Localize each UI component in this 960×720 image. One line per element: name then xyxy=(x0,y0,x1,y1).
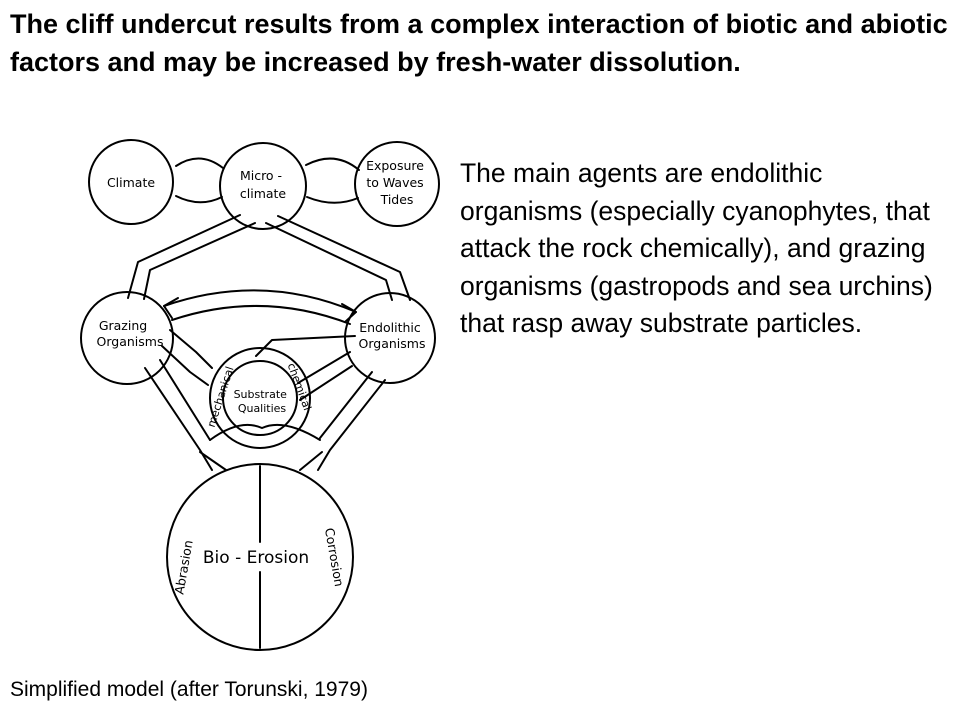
connector-grazing-substrate xyxy=(161,329,213,386)
connector-endolithic-bioerosion xyxy=(317,371,386,471)
grazing-node xyxy=(80,291,174,385)
grazing-label-line: Grazing xyxy=(99,318,147,333)
endolithic-label-line: Endolithic xyxy=(359,320,421,335)
slide-title: The cliff undercut results from a comple… xyxy=(10,9,948,77)
microclimate-label-line: Micro - xyxy=(240,168,282,183)
substrate-outer-ring xyxy=(209,347,311,449)
exposure-label-line: Tides xyxy=(380,192,414,207)
substrate-label: Substrate Qualities xyxy=(234,388,291,415)
caption: Simplified model (after Torunski, 1979) xyxy=(10,678,368,701)
abrasion-label: Abrasion xyxy=(171,539,195,596)
climate-label: Climate xyxy=(107,175,155,190)
grazing-label-line: Organisms xyxy=(97,334,164,349)
connector-exposure-microclimate xyxy=(305,157,360,204)
substrate-node xyxy=(222,360,298,436)
exposure-label: Exposure to Waves Tides xyxy=(366,158,428,207)
grazing-label: Grazing Organisms xyxy=(97,318,164,349)
bioerosion-node xyxy=(166,463,354,651)
corrosion-label: Corrosion xyxy=(322,527,347,588)
connector-climate-microclimate xyxy=(175,157,224,204)
endolithic-label: Endolithic Organisms xyxy=(359,320,426,351)
substrate-label-line: Substrate xyxy=(234,388,288,401)
connector-microclimate-endolithic xyxy=(265,215,411,301)
microclimate-label: Micro - climate xyxy=(240,168,287,201)
body-paragraph: The main agents are endolithic organisms… xyxy=(460,158,933,338)
microclimate-node xyxy=(219,142,307,230)
substrate-label-line: Qualities xyxy=(238,402,287,415)
bioerosion-label: Bio - Erosion xyxy=(203,548,309,568)
exposure-label-line: Exposure xyxy=(366,158,424,173)
exposure-node xyxy=(354,141,440,227)
connector-substrate-bioerosion xyxy=(199,424,323,471)
connector-grazing-endolithic xyxy=(163,289,357,325)
exposure-label-line: to Waves xyxy=(366,175,423,190)
microclimate-label-line: climate xyxy=(240,186,287,201)
endolithic-label-line: Organisms xyxy=(359,336,426,351)
connector-microclimate-grazing xyxy=(127,214,256,300)
connector-grazing-bioerosion xyxy=(144,359,213,471)
climate-node xyxy=(88,139,174,225)
arrow-tick-grazing xyxy=(163,297,179,319)
endolithic-node xyxy=(344,292,436,384)
